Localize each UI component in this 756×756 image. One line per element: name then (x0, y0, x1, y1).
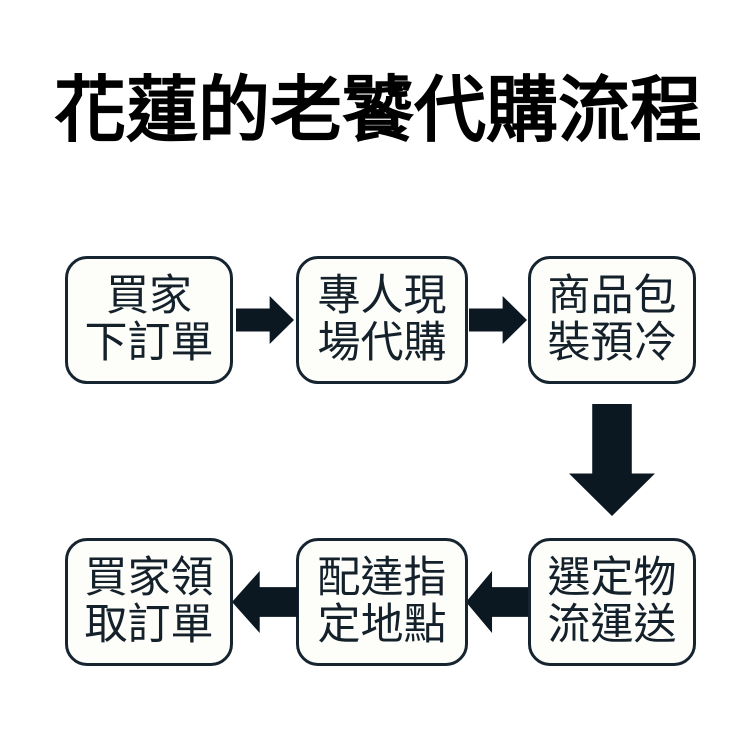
flow-step-2-line-2: 場代購 (317, 318, 447, 368)
flow-step-4-line-1: 選定物 (547, 553, 677, 603)
flow-step-1-line-1: 買家 (106, 271, 192, 321)
arrow-right-icon (236, 296, 294, 344)
flow-step-3[interactable]: 商品包 裝預冷 (528, 256, 696, 384)
flow-step-1[interactable]: 買家 下訂單 (65, 256, 233, 384)
flow-step-6-line-2: 取訂單 (84, 600, 214, 650)
arrow-right-icon (469, 296, 527, 344)
flow-step-6[interactable]: 買家領 取訂單 (65, 538, 233, 666)
flow-step-3-line-2: 裝預冷 (547, 318, 677, 368)
flow-step-5-line-2: 定地點 (317, 600, 447, 650)
flow-step-4-line-2: 流運送 (547, 600, 677, 650)
arrow-left-icon (466, 571, 528, 633)
arrow-down-icon (569, 404, 655, 516)
flow-step-1-line-2: 下訂單 (84, 318, 214, 368)
page-title: 花蓮的老饕代購流程 (53, 68, 702, 152)
flow-step-4[interactable]: 選定物 流運送 (528, 538, 696, 666)
flow-step-6-line-1: 買家領 (84, 553, 214, 603)
flow-step-3-line-1: 商品包 (547, 271, 677, 321)
arrow-left-icon (232, 571, 298, 633)
flow-step-5[interactable]: 配達指 定地點 (296, 538, 468, 666)
flow-step-2-line-1: 專人現 (317, 271, 447, 321)
flow-step-5-line-1: 配達指 (317, 553, 447, 603)
flow-step-2[interactable]: 專人現 場代購 (296, 256, 468, 384)
